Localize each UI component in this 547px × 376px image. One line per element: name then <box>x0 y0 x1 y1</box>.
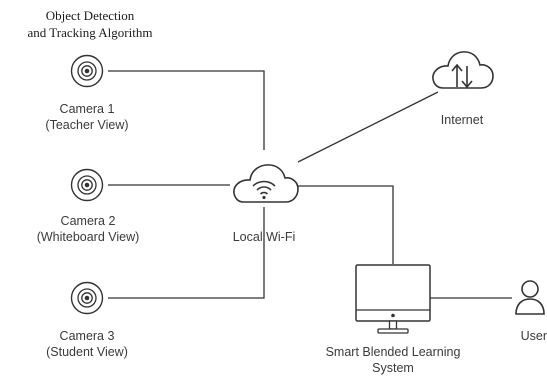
camera-2-view: (Whiteboard View) <box>36 230 140 244</box>
internet-label: Internet <box>440 113 484 127</box>
wifi-cloud-icon <box>233 164 299 203</box>
edge-camera1-wifi <box>108 70 265 150</box>
camera-1-label: Camera 1 (Teacher View) <box>22 101 152 133</box>
camera-1-view: (Teacher View) <box>45 118 129 132</box>
camera-2-label: Camera 2 (Whiteboard View) <box>20 213 156 245</box>
camera-icon <box>70 281 104 315</box>
diagram-title: Object Detection and Tracking Algorithm <box>10 7 170 41</box>
connectors <box>108 70 512 299</box>
edge-wifi-system <box>298 185 394 264</box>
camera-3-view: (Student View) <box>46 345 128 359</box>
edge-camera3-wifi <box>108 207 265 299</box>
camera-3-name: Camera 3 <box>59 329 115 343</box>
system-name-line-1: Smart Blended Learning <box>325 345 461 359</box>
system-label: Smart Blended Learning System <box>300 344 486 376</box>
wifi-label: Local Wi-Fi <box>232 230 296 244</box>
monitor-icon <box>355 264 431 334</box>
cloud-transfer-icon <box>432 51 494 89</box>
camera-3-label: Camera 3 (Student View) <box>22 328 152 360</box>
title-line-1: Object Detection <box>45 8 135 23</box>
edge-wifi-internet <box>297 91 439 163</box>
title-line-2: and Tracking Algorithm <box>27 25 153 40</box>
camera-icon <box>70 54 104 88</box>
camera-1-name: Camera 1 <box>59 102 115 116</box>
user-icon <box>515 280 545 315</box>
camera-2-name: Camera 2 <box>60 214 116 228</box>
user-label: User <box>520 329 547 343</box>
system-name-line-2: System <box>372 361 414 375</box>
camera-icon <box>70 168 104 202</box>
